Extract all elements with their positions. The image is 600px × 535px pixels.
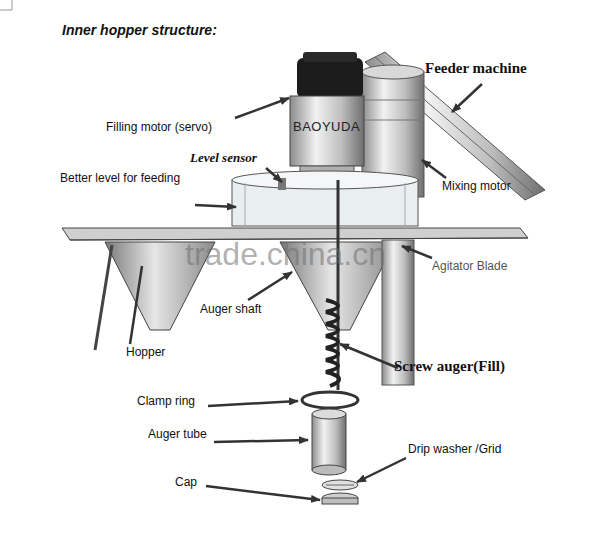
hopper-drum [232,171,418,226]
diagram-title: Inner hopper structure: [62,22,217,38]
part-label: Auger shaft [200,303,261,317]
watermark: trade.china.cn [185,236,386,273]
part-label: Feeder machine [425,60,527,77]
screw-auger [326,180,339,390]
drip-washer [322,480,358,490]
part-label: Better level for feeding [60,172,180,186]
part-label: Filling motor (servo) [106,121,212,135]
cap [322,493,358,504]
part-label: Mixing motor [442,180,511,194]
part-label: Screw auger(Fill) [394,358,505,375]
part-label: Hopper [126,346,165,360]
brand-text: BAOYUDA [293,120,360,135]
leader-lines [130,84,482,500]
part-label: Drip washer /Grid [408,443,501,457]
auger-tube [312,409,346,475]
clamp-ring [302,392,358,408]
part-label: Auger tube [148,428,207,442]
part-label: Level sensor [190,151,257,166]
part-label: Agitator Blade [432,260,507,274]
support-leg [95,245,112,350]
corner-mark [0,0,12,10]
servo-motor [290,52,364,180]
part-label: Cap [175,476,197,490]
part-label: Clamp ring [137,395,195,409]
